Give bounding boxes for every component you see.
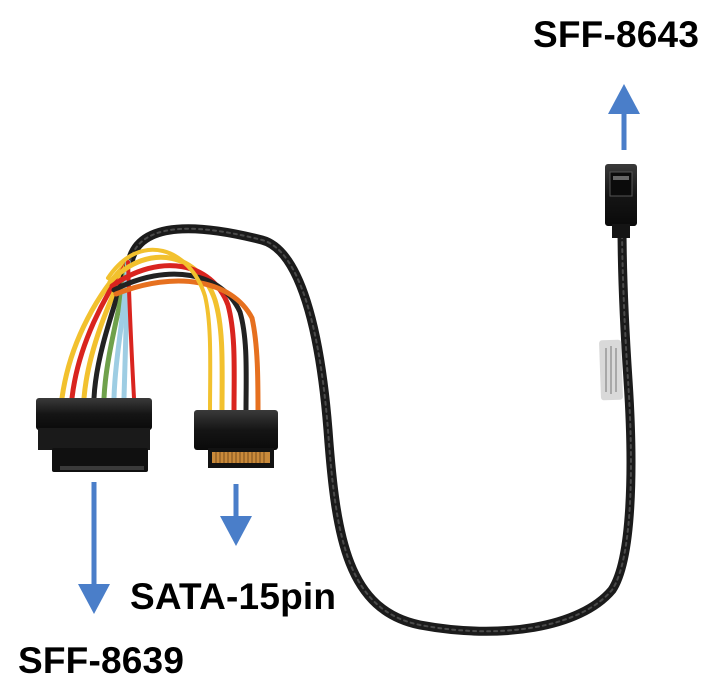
sff-8639-wires — [59, 259, 136, 401]
sata-15pin-label: SATA-15pin — [130, 576, 337, 617]
sata-15pin-connector — [194, 410, 278, 468]
cable-label-lines — [605, 346, 617, 394]
sata-power-wires — [106, 247, 261, 415]
arrow-up-icon — [608, 84, 640, 150]
arrow-down-icon — [78, 482, 110, 614]
sff-8639-label: SFF-8639 — [18, 640, 185, 681]
arrow-down-icon — [220, 484, 252, 546]
sff-8643-label: SFF-8643 — [533, 14, 700, 55]
braided-cable-highlight — [129, 224, 632, 633]
sff-8643-connector — [605, 164, 637, 238]
sff-8639-connector — [36, 398, 152, 472]
